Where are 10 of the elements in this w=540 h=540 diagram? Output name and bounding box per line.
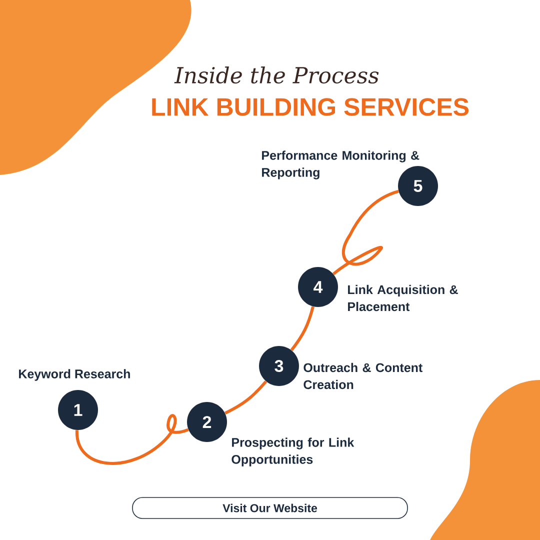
step-label: Link Acquisition & Placement [348, 284, 458, 312]
website-button: Visit Our Website [132, 497, 408, 519]
title: Inside the Process [174, 66, 379, 84]
path-line [224, 380, 268, 415]
path-line [290, 306, 314, 352]
subtitle: LINK BUILDING SERVICES [152, 98, 469, 116]
step-label: Keyword Research [19, 369, 130, 381]
step-label: Outreach & Content Creation [304, 362, 422, 390]
path-line [76, 414, 189, 465]
step-label: Prospecting for Link Opportunities [232, 438, 354, 466]
